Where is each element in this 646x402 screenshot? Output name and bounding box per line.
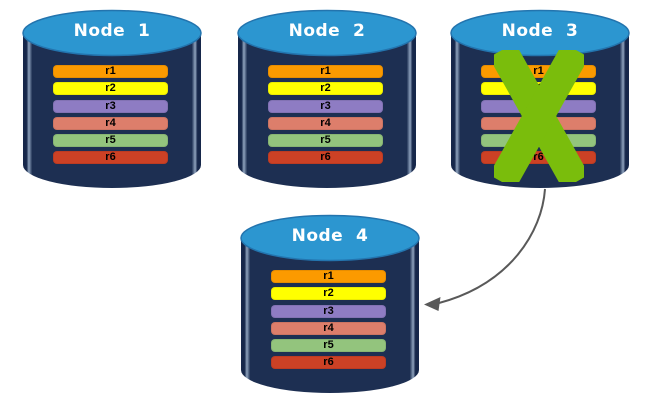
record-bar-r3: r3 (268, 99, 383, 113)
node-title: Node 4 (291, 226, 369, 246)
node-title: Node 2 (288, 21, 366, 41)
node-title: Node 1 (73, 21, 151, 41)
record-bar-r2: r2 (268, 82, 383, 96)
node-4: Node 4 r1 r2 r3 r4 r5 r6 (238, 213, 422, 397)
record-label: r4 (320, 116, 331, 129)
record-label: r1 (320, 65, 331, 77)
record-bar-r5: r5 (53, 134, 168, 148)
record-bar-r4: r4 (271, 321, 386, 335)
failover-arrow (424, 188, 546, 311)
node-2: Node 2 r1 r2 r3 r4 r5 r6 (235, 8, 419, 192)
arrow-curve (438, 188, 546, 304)
record-label: r3 (320, 99, 331, 112)
record-label: r1 (105, 65, 116, 77)
node-title: Node 3 (501, 21, 579, 41)
record-label: r2 (320, 82, 331, 95)
record-label: r3 (323, 304, 334, 317)
record-label: r2 (323, 287, 334, 300)
cylinder-top (240, 214, 420, 262)
record-list: r1 r2 r3 r4 r5 r6 (268, 65, 383, 165)
record-label: r1 (533, 65, 544, 77)
record-list: r1 r2 r3 r4 r5 r6 (53, 65, 168, 165)
record-label: r1 (323, 270, 334, 282)
failure-x-icon (494, 50, 584, 182)
record-bar-r4: r4 (53, 116, 168, 130)
record-label: r6 (323, 356, 334, 369)
record-bar-r6: r6 (53, 151, 168, 165)
x-stroke (494, 50, 584, 182)
record-bar-r2: r2 (53, 82, 168, 96)
record-bar-r1: r1 (53, 65, 168, 78)
cylinder-top (450, 9, 630, 57)
node-1: Node 1 r1 r2 r3 r4 r5 r6 (20, 8, 204, 192)
cylinder-top (237, 9, 417, 57)
arrowhead-icon (424, 297, 441, 311)
record-label: r3 (105, 99, 116, 112)
record-label: r4 (105, 116, 116, 129)
record-label: r5 (320, 134, 331, 147)
record-bar-r3: r3 (271, 304, 386, 318)
record-label: r6 (105, 151, 116, 164)
record-bar-r4: r4 (268, 116, 383, 130)
record-bar-r3: r3 (53, 99, 168, 113)
record-bar-r2: r2 (271, 287, 386, 301)
record-label: r5 (323, 339, 334, 352)
record-label: r6 (533, 151, 544, 164)
record-label: r4 (323, 321, 334, 334)
record-list: r1 r2 r3 r4 r5 r6 (271, 270, 386, 370)
record-label: r5 (105, 134, 116, 147)
record-bar-r6: r6 (271, 356, 386, 370)
node-3: Node 3 r1 r2 r3 r4 r5 r6 (448, 8, 632, 192)
record-bar-r1: r1 (271, 270, 386, 283)
record-bar-r5: r5 (268, 134, 383, 148)
record-bar-r6: r6 (268, 151, 383, 165)
record-label: r2 (105, 82, 116, 95)
record-label: r6 (320, 151, 331, 164)
record-bar-r1: r1 (268, 65, 383, 78)
record-bar-r5: r5 (271, 339, 386, 353)
cylinder-top (22, 9, 202, 57)
